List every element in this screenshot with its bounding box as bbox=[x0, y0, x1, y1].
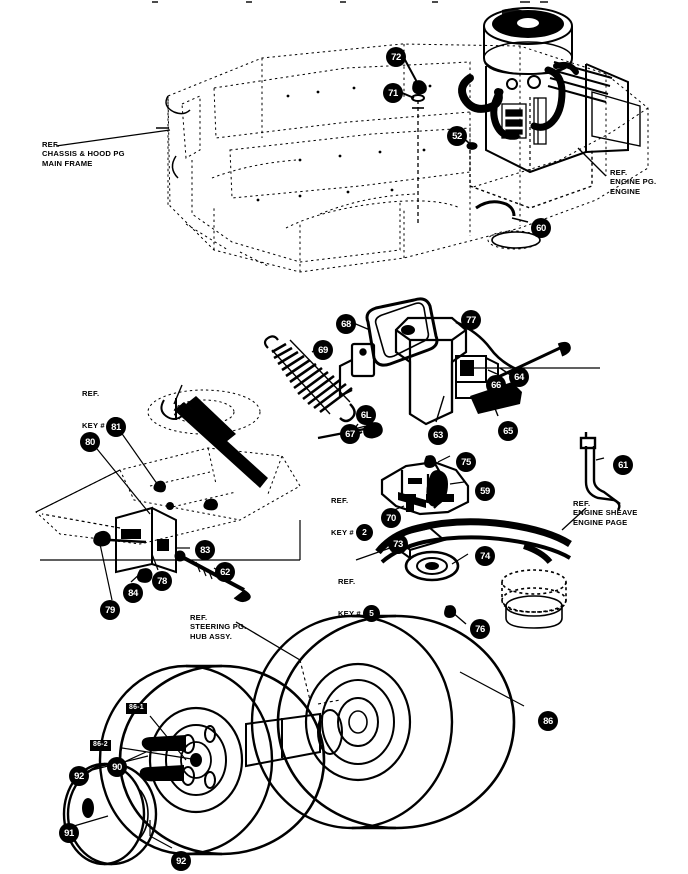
ref-key-prefix-2: REF. bbox=[331, 495, 349, 505]
callout-83: 83 bbox=[195, 540, 215, 560]
callout-69: 69 bbox=[313, 340, 333, 360]
callout-73: 73 bbox=[388, 534, 408, 554]
hub-studs bbox=[139, 735, 186, 782]
ref-key-text-5: KEY # bbox=[338, 608, 361, 618]
part-70-bolt bbox=[404, 494, 416, 512]
left-console-phantom bbox=[35, 389, 301, 545]
chassis-solid-edges bbox=[156, 95, 191, 179]
callout-90: 90 bbox=[107, 757, 127, 777]
wheel-hub-axle bbox=[245, 709, 343, 768]
callout-67: 67 bbox=[340, 424, 360, 444]
ref-label-engine-pg: REF. ENGINE PG. ENGINE bbox=[610, 168, 657, 196]
callout-59: 59 bbox=[475, 481, 495, 501]
part-68-cover bbox=[365, 297, 439, 367]
callout-60: 60 bbox=[531, 218, 551, 238]
callout-62: 62 bbox=[215, 562, 235, 582]
callout-71: 71 bbox=[383, 83, 403, 103]
ref-key-text-2: KEY # bbox=[331, 527, 354, 537]
left-lower-bracket bbox=[115, 506, 177, 574]
callout-80: 80 bbox=[80, 432, 100, 452]
callout-68: 68 bbox=[336, 314, 356, 334]
ref-key-label-5: REF. KEY # 5 bbox=[338, 558, 380, 641]
callout-6L: 6L bbox=[356, 405, 376, 425]
callout-92: 92 bbox=[69, 766, 89, 786]
callout-74: 74 bbox=[475, 546, 495, 566]
chassis-main-frame-phantom bbox=[167, 43, 649, 273]
ref-key-label-2: REF. KEY # 2 bbox=[331, 477, 373, 560]
rear-tire-86 bbox=[250, 614, 516, 830]
ref-key-prefix-1: REF. bbox=[82, 388, 100, 398]
callout-64: 64 bbox=[509, 367, 529, 387]
engine-sheave-pulley bbox=[501, 569, 567, 629]
callout-81: 81 bbox=[106, 417, 126, 437]
belt-and-idler bbox=[375, 518, 572, 582]
engine-assembly bbox=[458, 7, 641, 209]
callout-72: 72 bbox=[386, 47, 406, 67]
engine-sheave-rod bbox=[579, 432, 621, 511]
callout-65: 65 bbox=[498, 421, 518, 441]
part-75-nut bbox=[424, 455, 437, 468]
callout-84: 84 bbox=[123, 583, 143, 603]
engine-mount-bolt-stack bbox=[399, 57, 541, 249]
shift-bracket bbox=[338, 316, 468, 426]
ref-label-chassis-hood: REF. CHASSIS & HOOD PG MAIN FRAME bbox=[42, 140, 125, 168]
part-62-rod bbox=[183, 556, 251, 603]
ref-key-bubble-2: 2 bbox=[355, 524, 373, 542]
left-lower-fasteners bbox=[93, 530, 186, 583]
callout-76: 76 bbox=[470, 619, 490, 639]
callout-78: 78 bbox=[152, 571, 172, 591]
console-small-parts bbox=[153, 480, 218, 511]
callout-61: 61 bbox=[613, 455, 633, 475]
callout-63: 63 bbox=[428, 425, 448, 445]
hub-washers bbox=[181, 725, 216, 789]
shift-lever-bar bbox=[174, 396, 268, 488]
callout-92: 92 bbox=[171, 851, 191, 871]
ref-key-prefix-5: REF. bbox=[338, 576, 356, 586]
callout-79: 79 bbox=[100, 600, 120, 620]
section-divider-lines bbox=[35, 129, 600, 561]
box-tag-86-2: 86-2 bbox=[90, 740, 111, 751]
part-69-spring bbox=[263, 335, 356, 423]
part-65-plate bbox=[470, 382, 522, 414]
callout-75: 75 bbox=[456, 452, 476, 472]
callout-52: 52 bbox=[447, 126, 467, 146]
chassis-deck-detail bbox=[256, 84, 432, 202]
callout-77: 77 bbox=[461, 310, 481, 330]
ref-label-steering-hub: REF. STEERING PG. HUB ASSY. bbox=[190, 613, 247, 641]
callout-86: 86 bbox=[538, 711, 558, 731]
ref-key-text-1: KEY # bbox=[82, 420, 105, 430]
callout-66: 66 bbox=[486, 375, 506, 395]
box-tag-86-1: 86-1 bbox=[126, 703, 147, 714]
ref-label-engine-sheave: REF. ENGINE SHEAVE ENGINE PAGE bbox=[573, 499, 638, 527]
callout-70: 70 bbox=[381, 508, 401, 528]
callout-91: 91 bbox=[59, 823, 79, 843]
ref-key-bubble-5: 5 bbox=[362, 605, 380, 623]
